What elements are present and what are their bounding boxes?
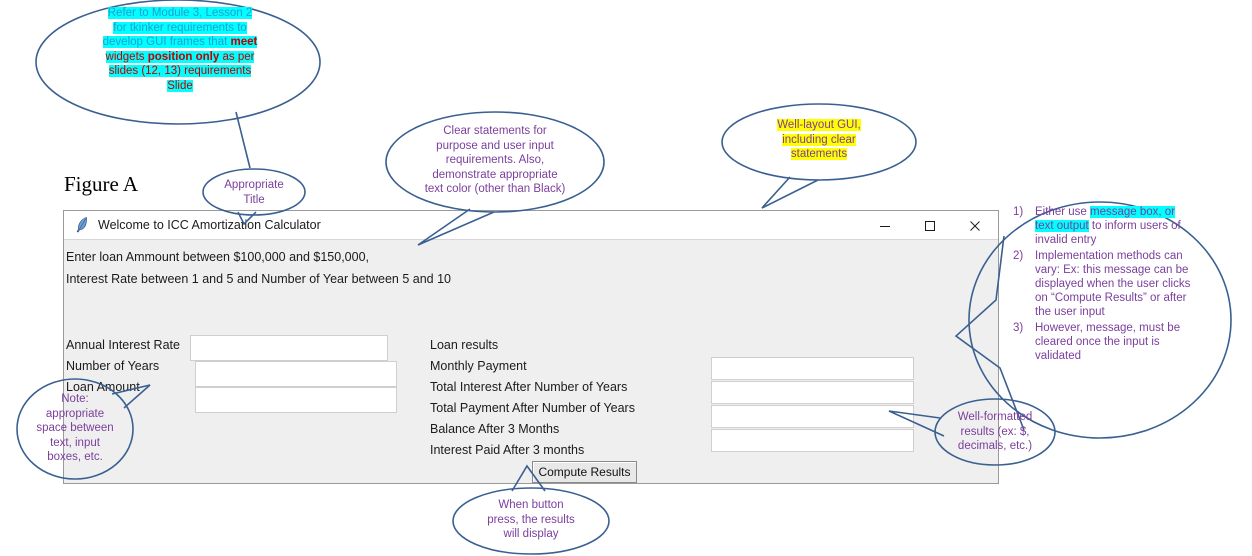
callout-well-formatted-l2: results (ex: $,: [960, 425, 1030, 438]
validation-note-num-2: 2): [1013, 249, 1024, 262]
callout-clear-statements-l2: purpose and user input: [436, 139, 554, 152]
callout-module-note-l6: Slide: [167, 79, 193, 92]
callout-note-space-l5: boxes, etc.: [47, 451, 103, 463]
callout-clear-statements-l5: text color (other than Black): [424, 183, 566, 195]
validation-note-body-2: Implementation methods can vary: Ex: thi…: [1035, 249, 1191, 319]
callout-note-space-l2: appropriate: [45, 407, 105, 420]
callout-module-note: Refer to Module 3, Lesson 2 for tkinker …: [64, 6, 296, 93]
input-loan-amount[interactable]: [195, 387, 397, 413]
window-body: Enter loan Ammount between $100,000 and …: [64, 240, 998, 484]
callout-well-layout: Well-layout GUI, including clear stateme…: [760, 118, 878, 162]
callout-note-space-l3: space between: [36, 422, 114, 434]
validation-note-item-2: 2) Implementation methods can vary: Ex: …: [1013, 249, 1191, 320]
compute-results-button[interactable]: Compute Results: [532, 461, 637, 483]
label-total-payment: Total Payment After Number of Years: [430, 401, 635, 415]
callout-appropriate-title: Appropriate Title: [204, 178, 304, 207]
maximize-button[interactable]: [907, 211, 952, 240]
callout-module-note-l1: Refer to Module 3, Lesson 2: [107, 7, 253, 19]
label-annual-interest-rate: Annual Interest Rate: [66, 338, 180, 352]
input-annual-interest-rate[interactable]: [190, 335, 388, 361]
label-number-of-years: Number of Years: [66, 359, 160, 373]
validation-note-1-pre: Either use: [1035, 206, 1090, 218]
close-icon: [969, 220, 980, 231]
callout-note-space: Note: appropriate space between text, in…: [22, 392, 128, 465]
validation-note-body-3: However, message, must be cleared once t…: [1035, 321, 1181, 363]
instruction-line-2: Interest Rate between 1 and 5 and Number…: [66, 272, 451, 286]
label-interest-paid-3-months: Interest Paid After 3 months: [430, 443, 585, 457]
callout-when-button: When button press, the results will disp…: [462, 498, 600, 542]
callout-when-button-l3: will display: [503, 528, 559, 540]
callout-when-button-l1: When button: [498, 499, 564, 511]
callout-appropriate-title-l2: Title: [243, 193, 265, 206]
callout-well-layout-l1: Well-layout GUI,: [777, 119, 861, 131]
callout-tail-well-layout: [761, 176, 819, 209]
callout-appropriate-title-l1: Appropriate: [224, 179, 284, 191]
validation-note-num-1: 1): [1013, 206, 1024, 218]
validation-note-item-3: 3) However, message, must be cleared onc…: [1013, 321, 1191, 364]
callout-clear-statements: Clear statements for purpose and user in…: [392, 124, 598, 197]
callout-validation-notes: 1) Either use message box, or text outpu…: [1013, 205, 1191, 364]
label-monthly-payment: Monthly Payment: [430, 359, 527, 373]
callout-module-note-l5: slides (12, 13) requirements: [108, 65, 252, 77]
input-number-of-years[interactable]: [195, 361, 397, 387]
quill-feather-icon: [76, 217, 87, 233]
validation-note-num-3: 3): [1013, 321, 1024, 334]
callout-when-button-l2: press, the results: [487, 513, 575, 526]
window-title: Welcome to ICC Amortization Calculator: [98, 218, 321, 232]
label-balance-3-months: Balance After 3 Months: [430, 422, 560, 436]
callout-well-formatted-l1: Well-formatted: [957, 411, 1033, 423]
label-loan-results: Loan results: [430, 338, 499, 352]
instruction-line-1: Enter loan Ammount between $100,000 and …: [66, 250, 370, 264]
callout-module-note-l4c: as per: [219, 50, 255, 63]
callout-well-formatted-l3: decimals, etc.): [957, 440, 1033, 452]
validation-note-body-1: Either use message box, or text output t…: [1035, 205, 1191, 248]
figure-label: Figure A: [64, 172, 139, 196]
callout-note-space-l1: Note:: [61, 393, 89, 405]
label-total-interest: Total Interest After Number of Years: [430, 380, 628, 394]
callout-module-note-l4b: position only: [147, 50, 220, 63]
callout-module-note-l4a: widgets: [105, 50, 148, 63]
callout-note-space-l4: text, input: [50, 436, 100, 449]
maximize-icon: [924, 220, 935, 231]
minimize-button[interactable]: [862, 211, 907, 240]
callout-well-formatted: Well-formatted results (ex: $, decimals,…: [938, 410, 1052, 454]
callout-module-note-l2: for tkinker requirements to: [113, 21, 247, 34]
validation-note-item-1: 1) Either use message box, or text outpu…: [1013, 205, 1191, 248]
output-balance-3-months[interactable]: [711, 429, 914, 452]
callout-tail-module-note: [235, 111, 251, 169]
callout-module-note-l3a: develop GUI frames that: [102, 36, 231, 48]
callout-clear-statements-l1: Clear statements for: [443, 125, 547, 137]
close-button[interactable]: [952, 211, 997, 240]
amortization-calculator-window: Welcome to ICC Amortization Calculator E…: [63, 210, 999, 484]
minimize-icon: [879, 225, 890, 227]
callout-clear-statements-l4: demonstrate appropriate: [432, 168, 558, 181]
callout-well-layout-l3: statements: [790, 148, 848, 160]
window-titlebar: Welcome to ICC Amortization Calculator: [64, 211, 998, 240]
callout-module-note-l3b: meet: [230, 36, 258, 48]
callout-clear-statements-l3: requirements. Also,: [445, 154, 545, 166]
output-total-interest[interactable]: [711, 381, 914, 404]
callout-well-layout-l2: including clear: [782, 133, 856, 146]
output-total-payment[interactable]: [711, 405, 914, 428]
output-monthly-payment[interactable]: [711, 357, 914, 380]
